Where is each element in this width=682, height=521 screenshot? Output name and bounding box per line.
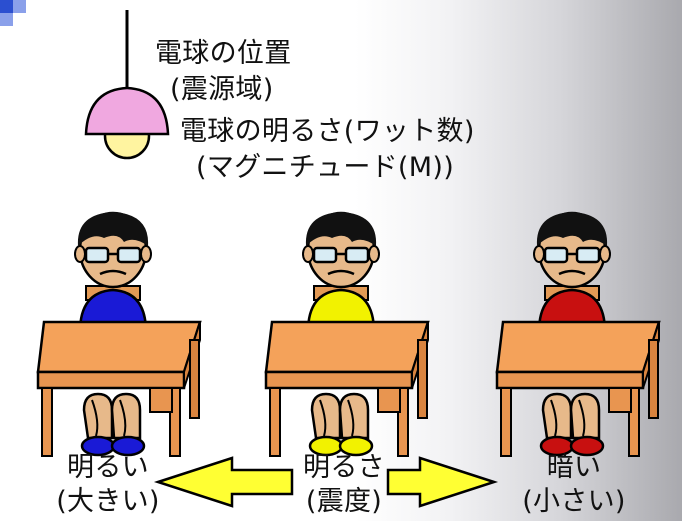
bulb-position-sub-label: (震源域) (170, 74, 274, 105)
brightness-sub-label: (震度) (305, 486, 383, 517)
student-at-desk-icon (36, 210, 202, 458)
student-near (36, 210, 202, 458)
lamp (84, 10, 170, 160)
slide-corner-accent (0, 0, 26, 26)
lampshade-icon (84, 86, 170, 136)
brightness-label: 明るさ (303, 452, 385, 483)
bulb-brightness-sub-label: (マグニチュード(M)) (196, 152, 455, 183)
student-far (495, 210, 661, 458)
dark-label: 暗い (546, 452, 602, 483)
dark-sub-label: (小さい) (522, 486, 626, 517)
student-at-desk-icon (495, 210, 661, 458)
bulb-position-label: 電球の位置 (155, 38, 292, 69)
bright-label: 明るい (67, 452, 149, 483)
arrow-right-icon (386, 456, 499, 508)
bulb-brightness-label: 電球の明るさ(ワット数) (180, 116, 475, 147)
student-middle (264, 210, 430, 458)
arrow-left-icon (153, 456, 294, 508)
bright-sub-label: (大きい) (56, 486, 160, 517)
student-at-desk-icon (264, 210, 430, 458)
